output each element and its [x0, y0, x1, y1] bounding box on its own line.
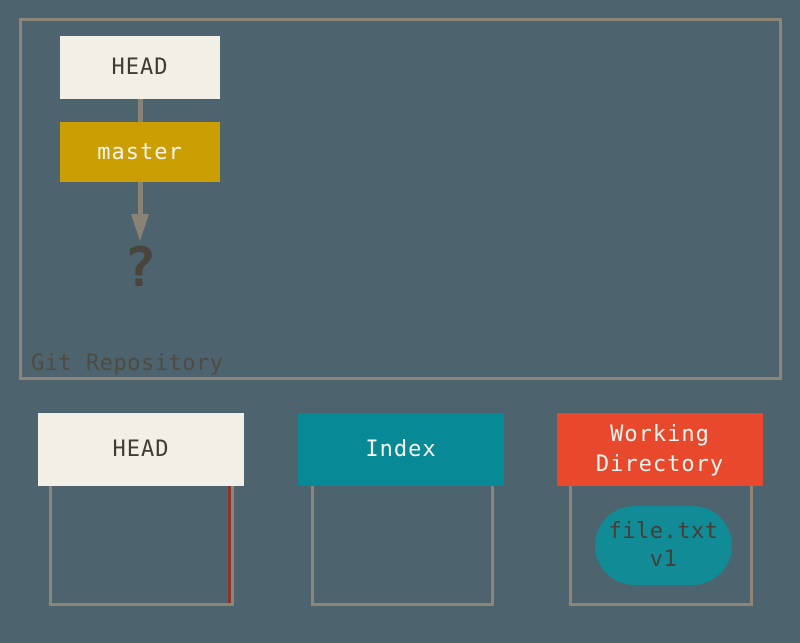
column-area-working-directory: file.txt v1 — [569, 486, 753, 606]
git-repository-box: HEAD master ? Git Repository — [19, 18, 782, 380]
file-node-version: v1 — [649, 546, 678, 572]
unknown-commit-question-mark: ? — [123, 236, 157, 299]
arrow-down-head-icon — [131, 214, 149, 241]
column-header-index-label: Index — [365, 436, 437, 462]
head-to-master-connector-line — [138, 99, 143, 122]
arrow-down-icon — [138, 182, 143, 214]
master-branch-box: master — [60, 122, 220, 182]
file-node: file.txt v1 — [595, 506, 732, 585]
head-area-red-edge-line — [228, 486, 231, 603]
column-header-index: Index — [298, 413, 504, 486]
git-repository-label: Git Repository — [31, 351, 224, 376]
head-ref-box: HEAD — [60, 36, 220, 99]
column-header-working-directory: Working Directory — [557, 413, 763, 486]
column-header-working-directory-label: Working Directory — [595, 421, 725, 477]
column-header-head: HEAD — [38, 413, 244, 486]
column-area-index — [311, 486, 494, 606]
column-header-head-label: HEAD — [112, 436, 170, 462]
file-node-name: file.txt — [608, 519, 719, 544]
master-branch-label: master — [97, 139, 183, 165]
column-area-head — [49, 486, 234, 606]
head-ref-label: HEAD — [111, 55, 169, 80]
